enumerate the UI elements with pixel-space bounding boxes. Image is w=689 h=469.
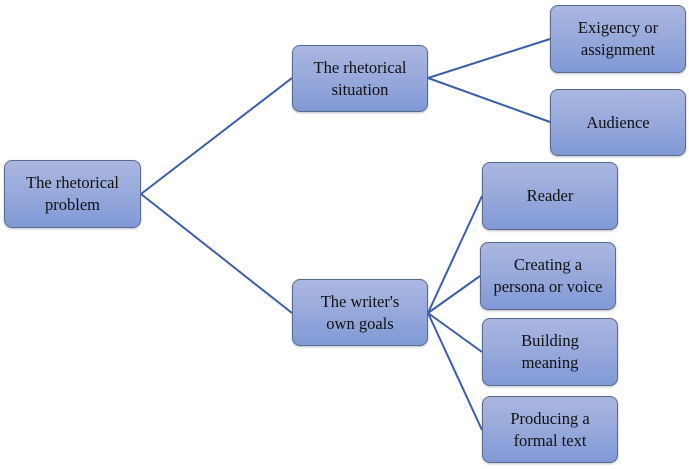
- node-label-line1: Exigency or: [577, 18, 659, 37]
- node-rhetorical-problem: The rhetorical problem: [4, 160, 141, 228]
- node-label-line1: Producing a: [510, 408, 590, 428]
- node-label-line2: problem: [45, 195, 100, 214]
- node-label-line1: Reader: [526, 186, 574, 205]
- node-label-line1: Creating a: [513, 255, 583, 274]
- node-building-meaning: Building meaning: [482, 318, 618, 386]
- connector-goals-to-persona: [427, 275, 481, 314]
- connector-root-to-goals: [140, 193, 293, 314]
- node-writers-own-goals: The writer's own goals: [292, 279, 428, 346]
- connector-situation-to-audience: [427, 77, 551, 123]
- node-label-line1: The rhetorical: [313, 57, 407, 77]
- node-label-line2: assignment: [580, 40, 656, 59]
- node-label-line1: Audience: [586, 112, 650, 132]
- node-reader: Reader: [482, 162, 618, 230]
- node-label-line2: situation: [331, 79, 389, 99]
- node-label-line1: The writer's: [320, 291, 400, 311]
- node-label-line2: formal text: [513, 430, 587, 450]
- node-label-line1: Building: [521, 331, 579, 350]
- node-label-line1: The rhetorical: [26, 173, 119, 192]
- connector-goals-to-reader: [427, 195, 483, 314]
- connector-goals-to-building: [427, 312, 483, 353]
- node-creating-persona-or-voice: Creating a persona or voice: [480, 242, 616, 310]
- connector-goals-to-producing: [427, 312, 483, 431]
- node-audience: Audience: [550, 89, 686, 156]
- node-exigency-or-assignment: Exigency or assignment: [550, 5, 686, 73]
- connector-situation-to-exigency: [427, 38, 551, 79]
- node-label-line2: meaning: [521, 353, 579, 372]
- connector-root-to-situation: [140, 77, 293, 195]
- node-label-line2: persona or voice: [493, 277, 603, 296]
- node-label-line2: own goals: [326, 313, 394, 333]
- node-producing-formal-text: Producing a formal text: [482, 396, 618, 463]
- node-rhetorical-situation: The rhetorical situation: [292, 45, 428, 112]
